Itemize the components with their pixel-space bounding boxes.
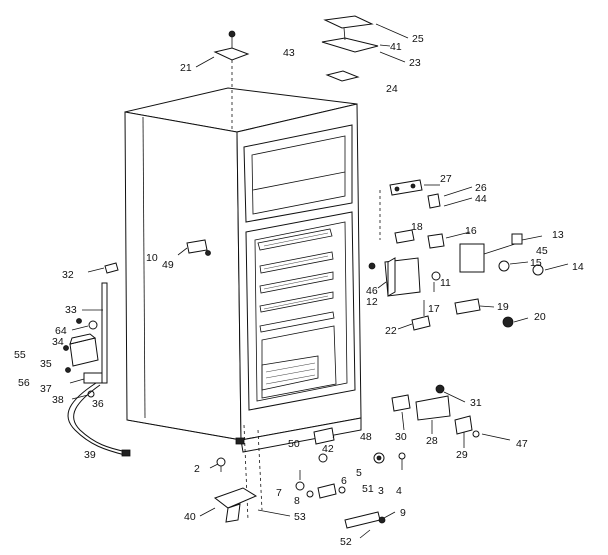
part-label-33: 33 bbox=[65, 304, 77, 316]
part-label-5: 5 bbox=[356, 467, 362, 479]
part-label-55: 55 bbox=[14, 349, 26, 361]
left-parts bbox=[63, 239, 211, 457]
bottom-parts bbox=[213, 384, 480, 529]
part-label-17: 17 bbox=[428, 303, 440, 315]
part-label-10: 10 bbox=[146, 252, 158, 264]
part-label-30: 30 bbox=[395, 431, 407, 443]
part-label-36: 36 bbox=[92, 398, 104, 410]
part-label-19: 19 bbox=[497, 301, 509, 313]
part-label-32: 32 bbox=[62, 269, 74, 281]
part-label-9: 9 bbox=[400, 507, 406, 519]
part-label-34: 34 bbox=[52, 336, 64, 348]
part-label-40: 40 bbox=[184, 511, 196, 523]
part-label-24: 24 bbox=[386, 83, 398, 95]
part-label-39: 39 bbox=[84, 449, 96, 461]
leader-lines bbox=[69, 23, 569, 539]
shelves bbox=[257, 228, 335, 333]
part-label-45: 45 bbox=[536, 245, 548, 257]
part-label-25: 25 bbox=[412, 33, 424, 45]
part-label-13: 13 bbox=[552, 229, 564, 241]
part-label-15: 15 bbox=[530, 257, 542, 269]
part-label-2: 2 bbox=[194, 463, 200, 475]
part-label-7: 7 bbox=[276, 487, 282, 499]
part-label-43: 43 bbox=[283, 47, 295, 59]
part-label-50: 50 bbox=[288, 438, 300, 450]
part-label-44: 44 bbox=[475, 193, 487, 205]
part-label-28: 28 bbox=[426, 435, 438, 447]
part-label-56: 56 bbox=[18, 377, 30, 389]
part-label-37: 37 bbox=[40, 383, 52, 395]
part-label-26: 26 bbox=[475, 182, 487, 194]
part-label-22: 22 bbox=[385, 325, 397, 337]
part-label-3: 3 bbox=[378, 485, 384, 497]
part-label-41: 41 bbox=[390, 41, 402, 53]
part-label-11: 11 bbox=[440, 277, 451, 289]
part-label-35: 35 bbox=[40, 358, 52, 370]
top-hinge-parts bbox=[213, 15, 379, 82]
part-label-42: 42 bbox=[322, 443, 334, 455]
part-label-4: 4 bbox=[396, 485, 402, 497]
part-label-51: 51 bbox=[362, 483, 374, 495]
part-label-31: 31 bbox=[470, 397, 482, 409]
part-labels: 25 41 23 24 43 21 27 26 44 13 16 18 45 1… bbox=[14, 33, 584, 548]
part-label-14: 14 bbox=[572, 261, 584, 273]
part-label-47: 47 bbox=[516, 438, 528, 450]
part-label-21: 21 bbox=[180, 62, 192, 74]
cabinet bbox=[124, 60, 381, 521]
part-label-12: 12 bbox=[366, 296, 378, 308]
control-parts bbox=[368, 179, 544, 331]
part-label-16: 16 bbox=[465, 225, 477, 237]
part-label-6: 6 bbox=[341, 475, 347, 487]
part-label-46: 46 bbox=[366, 285, 378, 297]
part-label-49: 49 bbox=[162, 259, 174, 271]
part-label-20: 20 bbox=[534, 311, 546, 323]
part-label-64: 64 bbox=[55, 325, 67, 337]
part-label-27: 27 bbox=[440, 173, 452, 185]
part-label-53: 53 bbox=[294, 511, 306, 523]
part-label-29: 29 bbox=[456, 449, 468, 461]
part-label-8: 8 bbox=[294, 495, 300, 507]
part-label-18: 18 bbox=[411, 221, 423, 233]
part-label-48: 48 bbox=[360, 431, 372, 443]
part-label-52: 52 bbox=[340, 536, 352, 548]
part-label-23: 23 bbox=[409, 57, 421, 69]
part-label-38: 38 bbox=[52, 394, 64, 406]
